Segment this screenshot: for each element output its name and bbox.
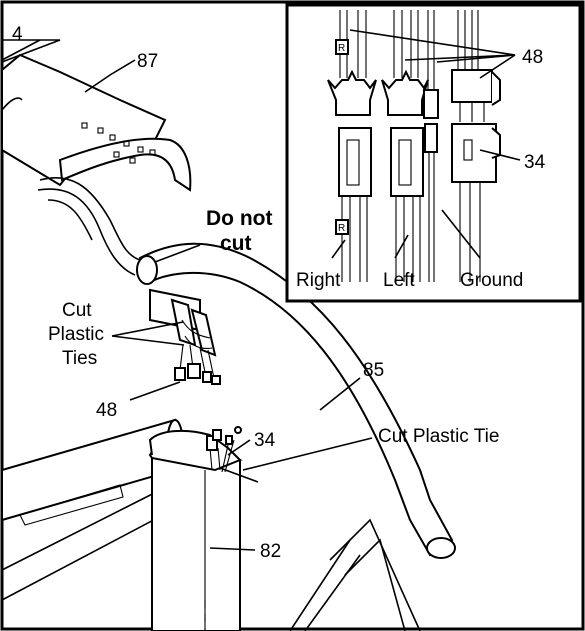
inset-label-right: Right [296, 270, 341, 291]
label-cut-ties-line2: Plastic [48, 324, 104, 345]
inset-48-34-connector [451, 10, 501, 282]
step-number: 4 [12, 24, 23, 45]
inset-label-ground: Ground [460, 270, 523, 291]
part-48-connector [174, 344, 221, 385]
label-87: 87 [137, 51, 158, 72]
tag-r-bottom: R [338, 223, 345, 234]
label-48-main: 48 [96, 400, 117, 421]
inset-label-34: 34 [524, 152, 546, 173]
label-82: 82 [260, 541, 281, 562]
label-cut: cut [220, 232, 252, 255]
wiring-inset: R R [285, 3, 582, 303]
label-85: 85 [363, 360, 384, 381]
wire-bundle [37, 176, 141, 276]
inset-label-48: 48 [522, 47, 543, 68]
part-82-post [148, 429, 243, 631]
part-87-upright [1, 39, 192, 192]
plastic-tie-brackets [149, 288, 217, 357]
tag-r-top: R [338, 43, 345, 54]
inset-ground-connector [423, 10, 439, 282]
label-34-main: 34 [254, 430, 276, 451]
part-85-handlebar [136, 242, 456, 559]
label-do-not: Do not [206, 207, 272, 230]
part-34-connector [206, 426, 259, 483]
label-cut-plastic-tie: Cut Plastic Tie [378, 426, 499, 447]
inset-left-connector [381, 10, 429, 282]
label-cut-ties-line3: Ties [62, 348, 97, 369]
leader-lines [84, 59, 373, 551]
inset-right-connector: R R [327, 10, 377, 282]
label-cut-ties-line1: Cut [62, 300, 92, 321]
inset-label-left: Left [383, 270, 415, 291]
